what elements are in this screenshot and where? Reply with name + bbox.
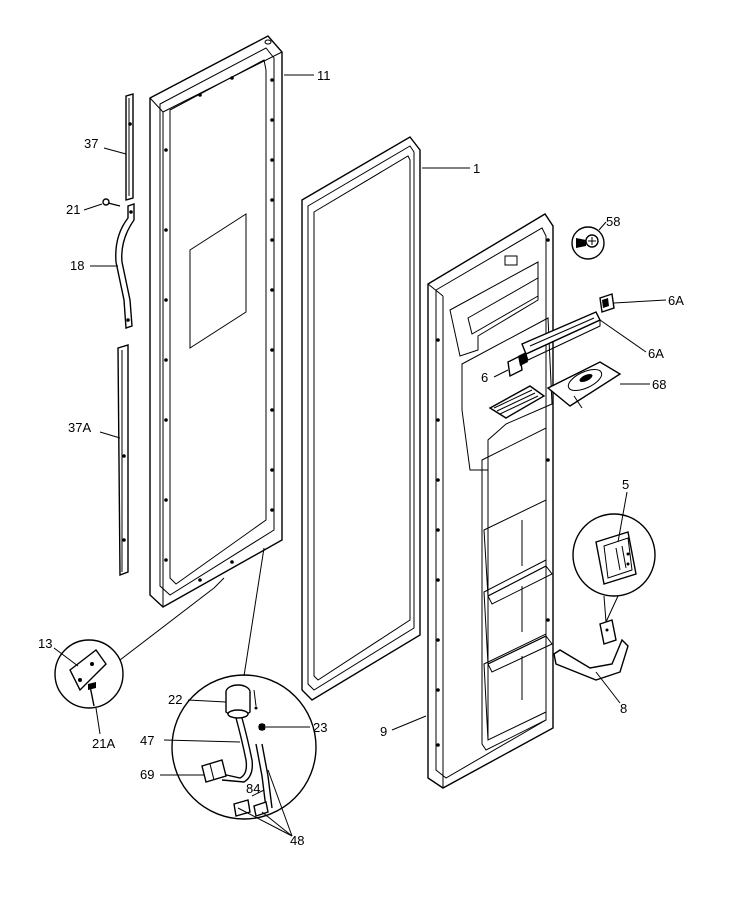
callout-5: 5	[622, 477, 629, 492]
panel-screw-holes	[164, 76, 274, 582]
callout-21a: 21A	[92, 736, 115, 751]
callout-11: 11	[317, 68, 331, 83]
liner-screw-holes	[436, 238, 550, 747]
rail-part-6a	[521, 311, 601, 361]
callout-18: 18	[70, 258, 84, 273]
clip-part-6a-top	[599, 293, 615, 313]
callout-58: 58	[606, 214, 620, 229]
screw-part-21	[102, 198, 121, 207]
bracket-part-8	[553, 595, 629, 681]
connector-69	[201, 759, 227, 783]
callout-48: 48	[290, 833, 304, 848]
upper-trim-strip	[125, 93, 134, 201]
door-gasket	[301, 136, 421, 701]
door-handle	[115, 203, 135, 329]
hinge-detail-13	[54, 639, 124, 709]
callout-6: 6	[481, 370, 488, 385]
light-socket-22	[225, 684, 251, 719]
leader-lines	[53, 74, 667, 837]
wire-harness-47	[221, 717, 254, 783]
callout-21: 21	[66, 202, 80, 217]
callout-37: 37	[84, 136, 98, 151]
callout-84: 84	[246, 781, 260, 796]
clip-part-6	[507, 352, 528, 378]
outer-door-panel	[149, 35, 283, 608]
callout-22: 22	[168, 692, 182, 707]
callout-9: 9	[380, 724, 387, 739]
screw-part-58	[571, 226, 605, 260]
callout-1: 1	[473, 161, 480, 176]
light-assembly-detail	[171, 674, 317, 820]
callout-37a: 37A	[68, 420, 91, 435]
callout-68: 68	[652, 377, 666, 392]
lower-trim-strip	[117, 344, 129, 577]
callout-6a-mid: 6A	[648, 346, 664, 361]
callout-23: 23	[313, 720, 327, 735]
switch-part-5-detail	[572, 513, 656, 597]
callout-6a-top: 6A	[668, 293, 684, 308]
wire-84	[255, 743, 273, 809]
callout-69: 69	[140, 767, 154, 782]
callout-8: 8	[620, 701, 627, 716]
dispenser-actuator	[546, 361, 622, 409]
callout-labels: 11 1 37 21 18 37A 58 6A 6A 6 68 5 8 9 13…	[38, 68, 684, 848]
inner-door-liner	[427, 213, 554, 789]
screw-part-23	[258, 723, 266, 731]
callout-13: 13	[38, 636, 52, 651]
callout-47: 47	[140, 733, 154, 748]
